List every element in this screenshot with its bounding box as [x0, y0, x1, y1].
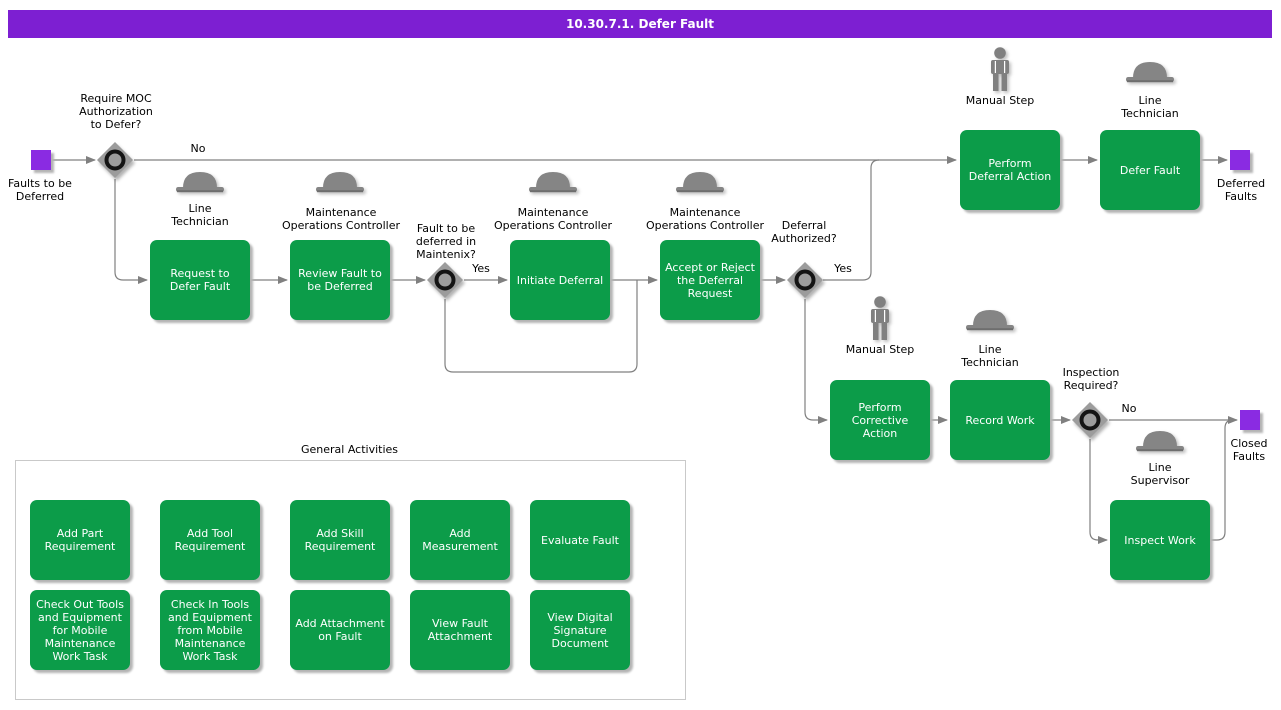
task-view-digital-signature-document[interactable]: View Digital Signature Document	[530, 590, 630, 670]
line-supervisor-hat-icon	[1136, 431, 1184, 452]
line-technician-hat-icon	[176, 172, 224, 193]
end-event-deferred-label: Deferred Faults	[1216, 177, 1266, 203]
task-defer-fault[interactable]: Defer Fault	[1100, 130, 1200, 210]
gateway-inspection-required-label: Inspection Required?	[1062, 366, 1120, 392]
end-event-deferred-faults	[1230, 150, 1250, 170]
task-perform-corrective-action[interactable]: Perform Corrective Action	[830, 380, 930, 460]
task-add-tool-requirement[interactable]: Add Tool Requirement	[160, 500, 260, 580]
task-evaluate-fault[interactable]: Evaluate Fault	[530, 500, 630, 580]
start-event-faults-to-be-deferred	[31, 150, 51, 170]
start-event-label: Faults to be Deferred	[8, 177, 72, 203]
diagram-title-bar: 10.30.7.1. Defer Fault	[8, 10, 1272, 38]
task-check-in-tools-mobile[interactable]: Check In Tools and Equipment from Mobile…	[160, 590, 260, 670]
manual-step-person-icon	[871, 296, 889, 340]
task-review-fault-to-be-deferred[interactable]: Review Fault to be Deferred	[290, 240, 390, 320]
moc-hat-icon	[316, 172, 364, 193]
moc-hat-icon	[676, 172, 724, 193]
task-accept-or-reject-deferral-request[interactable]: Accept or Reject the Deferral Request	[660, 240, 760, 320]
manual-step-person-icon	[991, 47, 1009, 91]
role-label: Maintenance Operations Controller	[281, 206, 401, 232]
task-perform-deferral-action[interactable]: Perform Deferral Action	[960, 130, 1060, 210]
branch-no-label: No	[190, 142, 206, 155]
role-label: Maintenance Operations Controller	[645, 206, 765, 232]
end-event-closed-faults	[1240, 410, 1260, 430]
gateway-fault-in-maintenix-icon	[427, 262, 463, 298]
gateway-fault-in-maintenix-label: Fault to be deferred in Maintenix?	[415, 222, 477, 261]
role-label: Line Technician	[961, 343, 1019, 369]
gateway-require-moc-label: Require MOC Authorization to Defer?	[79, 92, 153, 131]
gateway-deferral-authorized-label: Deferral Authorized?	[771, 219, 837, 245]
gateway-deferral-authorized-icon	[787, 262, 823, 298]
role-label: Line Supervisor	[1130, 461, 1190, 487]
role-label: Line Technician	[171, 202, 229, 228]
task-check-out-tools-mobile[interactable]: Check Out Tools and Equipment for Mobile…	[30, 590, 130, 670]
gateway-inspection-required-icon	[1072, 402, 1108, 438]
task-add-attachment-on-fault[interactable]: Add Attachment on Fault	[290, 590, 390, 670]
task-add-measurement[interactable]: Add Measurement	[410, 500, 510, 580]
task-add-skill-requirement[interactable]: Add Skill Requirement	[290, 500, 390, 580]
task-inspect-work[interactable]: Inspect Work	[1110, 500, 1210, 580]
role-label: Maintenance Operations Controller	[493, 206, 613, 232]
task-add-part-requirement[interactable]: Add Part Requirement	[30, 500, 130, 580]
general-activities-label: General Activities	[300, 443, 399, 456]
task-record-work[interactable]: Record Work	[950, 380, 1050, 460]
branch-no-label: No	[1121, 402, 1137, 415]
gateway-require-moc-icon	[97, 142, 133, 178]
moc-hat-icon	[529, 172, 577, 193]
task-view-fault-attachment[interactable]: View Fault Attachment	[410, 590, 510, 670]
manual-step-label: Manual Step	[965, 94, 1035, 107]
line-technician-hat-icon	[966, 310, 1014, 331]
task-initiate-deferral[interactable]: Initiate Deferral	[510, 240, 610, 320]
task-request-to-defer-fault[interactable]: Request to Defer Fault	[150, 240, 250, 320]
branch-yes-label: Yes	[472, 262, 490, 275]
role-label: Line Technician	[1121, 94, 1179, 120]
diagram-title: 10.30.7.1. Defer Fault	[565, 17, 715, 31]
branch-yes-label: Yes	[834, 262, 852, 275]
line-technician-hat-icon	[1126, 62, 1174, 83]
end-event-closed-label: Closed Faults	[1230, 437, 1268, 463]
manual-step-label: Manual Step	[845, 343, 915, 356]
